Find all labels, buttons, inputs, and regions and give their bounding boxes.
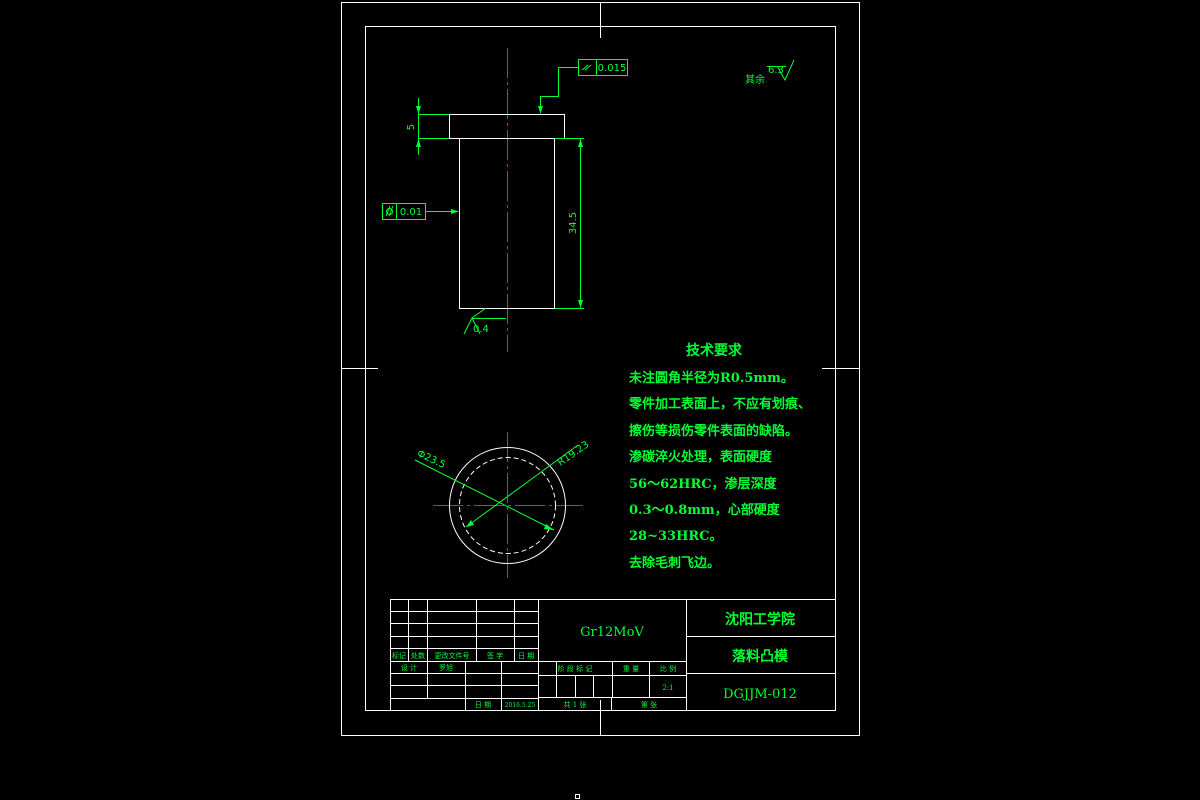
sheet-number: 第 张	[641, 700, 657, 709]
bottom-roughness-symbol	[463, 307, 506, 335]
parallelism-value: 0.015	[598, 63, 627, 74]
rest-roughness-value: 6.3	[768, 65, 784, 76]
tech-req-line-6: 0.3～0.8mm，心部硬度	[629, 502, 781, 518]
cylindricity-value: 0.01	[400, 207, 422, 218]
drawing-number: DGJJM-012	[723, 687, 797, 702]
rest-roughness-symbol	[767, 59, 795, 82]
inner-radius-value: R19.23	[556, 439, 591, 468]
tech-req-line-8: 去除毛刺飞边。	[629, 555, 720, 571]
header-date: 日 期	[518, 652, 534, 660]
title-block-text: Gr12MoV 沈阳工学院 落料凸模 DGJJM-012 标记 处数 更改文件号…	[392, 611, 797, 709]
date-value: 2016.5.25	[505, 702, 536, 709]
parallelism-tolerance	[538, 59, 628, 114]
body-length-dimension	[555, 138, 584, 309]
sheet-total: 共 1 张	[564, 700, 587, 709]
tech-req-line-1: 未注圆角半径为R0.5mm。	[628, 370, 794, 386]
technical-requirements: 技术要求 未注圆角半径为R0.5mm。 零件加工表面上，不应有划痕、 擦伤等损伤…	[628, 342, 811, 571]
tech-req-line-3: 擦伤等损伤零件表面的缺陷。	[629, 423, 798, 439]
title-block-frame	[390, 599, 836, 711]
designer-label: 设 计	[401, 663, 417, 672]
tech-req-title: 技术要求	[686, 342, 743, 359]
scale-value: 2:1	[662, 684, 673, 692]
body-length-value: 34.5	[568, 212, 579, 234]
date-label: 日 期	[475, 701, 491, 709]
scale-label: 比 例	[660, 664, 676, 673]
rest-roughness-label: 其余	[745, 73, 765, 86]
outer-circle	[449, 447, 566, 564]
material-name: Gr12MoV	[580, 625, 644, 640]
tech-req-line-7: 28~33HRC。	[629, 529, 723, 544]
front-view: 5 34.5 0.015 0	[382, 48, 795, 352]
inner-circle-dashed	[459, 457, 556, 554]
bottom-roughness-value: 0.4	[473, 324, 489, 335]
tech-req-line-2: 零件加工表面上，不应有划痕、	[628, 396, 811, 412]
title-block	[390, 599, 836, 711]
part-name: 落料凸模	[732, 648, 789, 665]
cursor-marker	[575, 794, 580, 799]
top-view: Φ23.5 R19.23	[414, 432, 591, 578]
punch-body	[459, 138, 555, 309]
weight-label: 重 量	[623, 665, 639, 673]
tech-req-line-4: 渗碳淬火处理，表面硬度	[629, 449, 773, 465]
cylindricity-tolerance	[382, 203, 459, 220]
tech-req-line-5: 56～62HRC，渗层深度	[629, 476, 778, 492]
header-change-doc: 更改文件号	[435, 651, 470, 660]
head-height-value: 5	[406, 124, 417, 130]
header-count: 处数	[411, 651, 425, 660]
designer-name: 罗旭	[439, 663, 453, 672]
school-name: 沈阳工学院	[725, 611, 795, 628]
head-height-dimension	[416, 98, 449, 155]
inner-border	[365, 26, 836, 711]
header-signature: 签 字	[487, 651, 503, 660]
diameter-dimension-lines	[414, 444, 579, 531]
stage-label: 阶 段 标 记	[558, 664, 593, 673]
header-mark: 标记	[392, 651, 406, 660]
